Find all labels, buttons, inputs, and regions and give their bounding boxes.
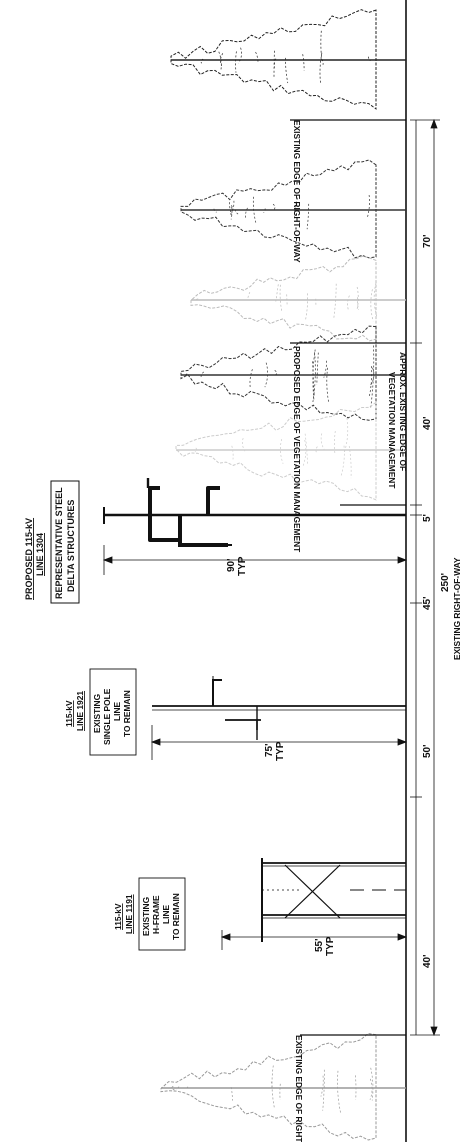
height-dims <box>102 545 408 950</box>
spacing-70: 70' <box>422 234 433 248</box>
line-1191-desc3: LINE <box>161 905 171 924</box>
height-1191-typ: TYP <box>325 936 336 956</box>
tree-2 <box>180 159 406 259</box>
label-line-1304: PROPOSED 115-kV LINE 1304 REPRESENTATIVE… <box>24 480 80 604</box>
spacing-50: 50' <box>422 744 433 758</box>
tree-6 <box>160 1032 406 1141</box>
line-1304-desc2: DELTA STRUCTURES <box>66 500 76 592</box>
line-1191-desc1: EXISTING <box>141 897 151 936</box>
height-1304: 90' TYP <box>226 556 248 576</box>
label-line-1921: 115-kV LINE 1921 EXISTING SINGLE POLE LI… <box>64 668 137 756</box>
line-1921-desc4: TO REMAIN <box>122 690 132 737</box>
veg-existing-label-2: VEGETATION MANAGEMENT <box>387 372 397 489</box>
tree-1 <box>170 9 406 110</box>
total-width: 250' <box>440 573 451 592</box>
line-1921-desc1: EXISTING <box>92 694 102 733</box>
veg-existing-label-1: APPROX. EXISTING EDGE OF <box>398 352 408 471</box>
single-pole-1921 <box>152 676 406 740</box>
total-label: EXISTING RIGHT-OF-WAY <box>452 557 462 660</box>
line-1191-desc4: TO REMAIN <box>171 893 181 940</box>
line-1191-voltage: 115-kV <box>113 903 123 930</box>
height-1921-typ: TYP <box>275 741 286 761</box>
height-1191-value: 55' <box>314 938 325 952</box>
line-1304-name: LINE 1304 <box>35 533 45 576</box>
spacing-dims <box>410 118 440 1037</box>
line-1304-desc1: REPRESENTATIVE STEEL <box>54 487 64 599</box>
row-edge-bottom-label: EXISTING EDGE OF RIGHT-OF-WAY <box>294 1035 304 1142</box>
line-1921-name: LINE 1921 <box>75 691 85 731</box>
height-1304-typ: TYP <box>237 556 248 576</box>
spacing-40-left: 40' <box>422 954 433 968</box>
tree-3 <box>190 255 406 342</box>
h-frame-1191 <box>261 858 406 942</box>
delta-structure-1304 <box>103 478 406 547</box>
height-1304-value: 90' <box>226 558 237 572</box>
spacing-5: 5' <box>422 514 433 522</box>
label-line-1191: 115-kV LINE 1191 EXISTING H-FRAME LINE T… <box>113 877 186 951</box>
line-1191-name: LINE 1191 <box>124 894 134 934</box>
tree-5 <box>175 401 406 501</box>
line-1304-voltage: PROPOSED 115-kV <box>24 518 34 600</box>
line-1921-desc2: SINGLE POLE <box>102 688 112 745</box>
height-1921-value: 75' <box>264 743 275 757</box>
line-1921-desc3: LINE <box>112 702 122 721</box>
line-1921-voltage: 115-kV <box>64 700 74 727</box>
spacing-40-right: 40' <box>422 416 433 430</box>
spacing-45: 45' <box>422 596 433 610</box>
tree-4 <box>180 325 406 421</box>
tree-layer <box>160 9 406 1141</box>
row-edge-top-label: EXISTING EDGE OF RIGHT-OF-WAY <box>292 120 302 263</box>
veg-proposed-label: PROPOSED EDGE OF VEGETATION MANAGEMENT <box>292 346 302 553</box>
line-1191-desc2: H-FRAME <box>151 895 161 934</box>
height-1191: 55' TYP <box>314 936 336 956</box>
height-1921: 75' TYP <box>264 741 286 761</box>
